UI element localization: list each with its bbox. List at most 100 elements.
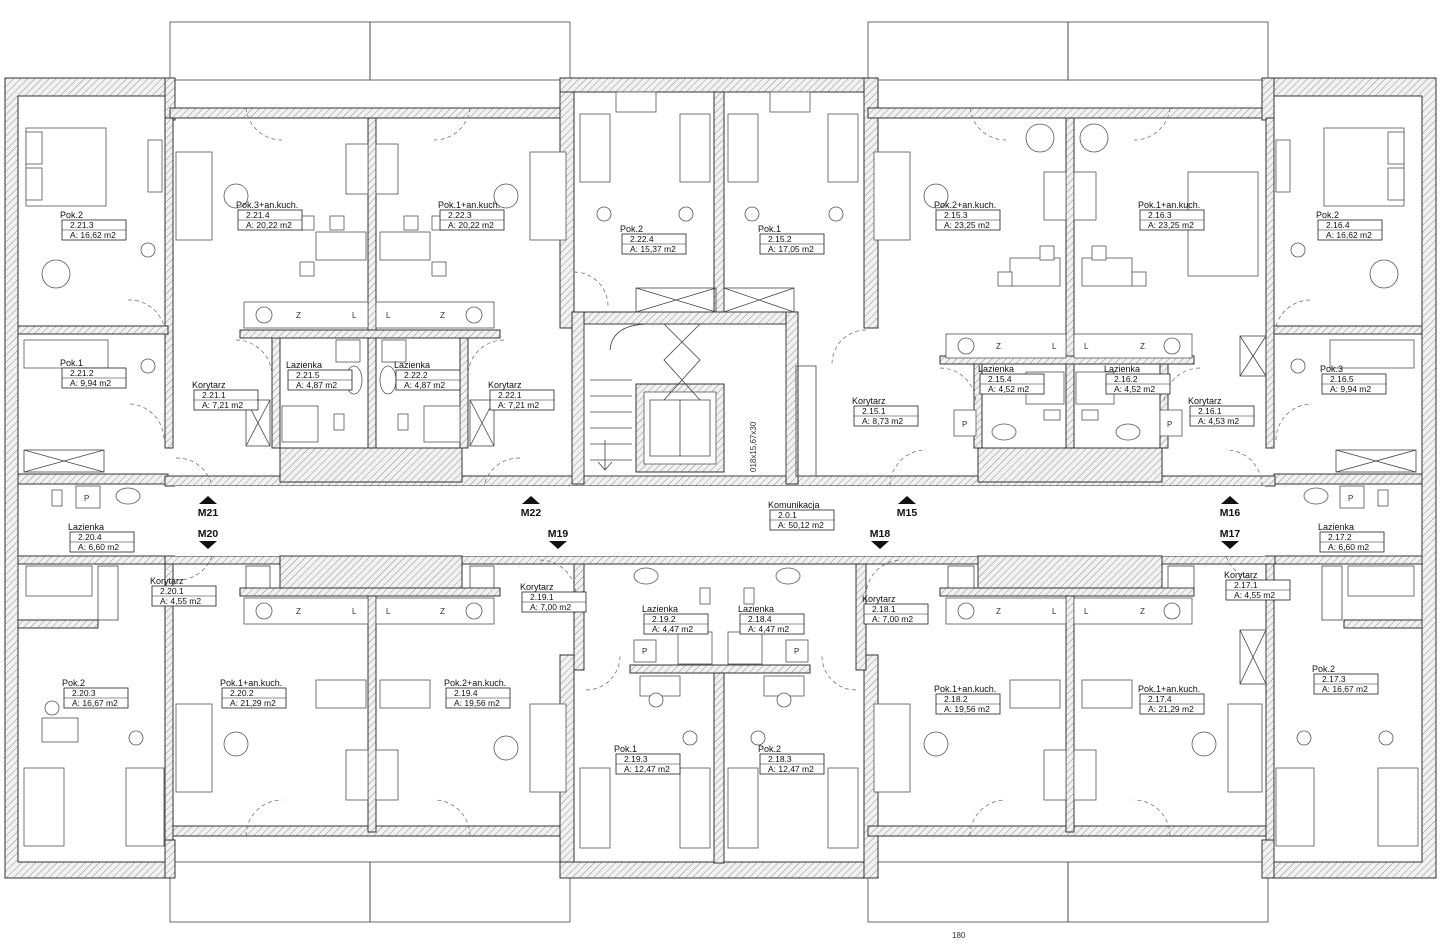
room-number: 2.16.1 (1198, 406, 1222, 416)
room-area: A: 16,62 m2 (70, 230, 116, 240)
fixture-z-label: Z (1140, 607, 1145, 616)
section-marker: M20 (198, 528, 218, 549)
room-number: 2.18.1 (872, 604, 896, 614)
fixture-p-label: P (1348, 494, 1353, 503)
room-label: Pok.22.18.3A: 12,47 m2 (758, 744, 825, 775)
room-number: 2.17.3 (1322, 674, 1346, 684)
room-number: 2.21.4 (246, 210, 270, 220)
room-number: 2.15.4 (988, 374, 1012, 384)
section-marker: M21 (198, 496, 219, 519)
shower-icon (677, 631, 713, 665)
desk-icon (615, 91, 657, 113)
chair-icon (648, 692, 664, 708)
room-label: Pok.3+an.kuch.2.21.4A: 20,22 m2 (236, 200, 303, 231)
sofa-icon (529, 151, 567, 241)
room-number: 2.17.2 (1328, 532, 1352, 542)
room-area: A: 6,60 m2 (78, 542, 119, 552)
room-name: Pok.2+an.kuch. (934, 200, 996, 210)
section-marker-label: M21 (198, 507, 219, 519)
room-number: 2.22.2 (404, 370, 428, 380)
desk-icon (639, 675, 681, 697)
room-number: 2.17.4 (1148, 694, 1172, 704)
sink-icon (1115, 423, 1141, 441)
room-name: Lazienka (1104, 364, 1140, 374)
room-name: Korytarz (852, 396, 886, 406)
section-marker: M15 (897, 496, 918, 519)
fixture-l-label: L (1052, 342, 1057, 351)
room-name: Lazienka (738, 604, 774, 614)
room-number: 2.21.3 (70, 220, 94, 230)
shower-icon (423, 405, 461, 443)
shower-icon (25, 565, 93, 597)
dining-table-icon (315, 231, 367, 261)
room-name: Pok.2 (1312, 664, 1335, 674)
room-number: 2.20.1 (160, 586, 184, 596)
dining-table-icon (1081, 679, 1133, 709)
room-area: A: 4,87 m2 (296, 380, 337, 390)
room-number: 2.15.2 (768, 234, 792, 244)
chair-icon (682, 730, 698, 746)
wardrobe-icon (375, 143, 399, 195)
chair-icon (776, 692, 792, 708)
room-name: Pok.2 (1316, 210, 1339, 220)
room-name: Korytarz (488, 380, 522, 390)
room-name: Pok.2 (62, 678, 85, 688)
room-area: A: 9,94 m2 (70, 378, 111, 388)
toilet-icon (333, 413, 345, 431)
room-name: Lazienka (1318, 522, 1354, 532)
section-marker-label: M18 (870, 528, 891, 540)
section-marker-label: M15 (897, 507, 918, 519)
room-number: 2.21.5 (296, 370, 320, 380)
triangle-up-icon (1221, 496, 1239, 504)
sofa-icon (175, 703, 213, 793)
sink-icon (1303, 487, 1329, 505)
room-number: 2.19.1 (530, 592, 554, 602)
interior-walls (17, 91, 1423, 864)
room-area: A: 7,21 m2 (498, 400, 539, 410)
sofa-icon (873, 703, 911, 793)
room-number: 2.21.1 (202, 390, 226, 400)
room-number: 2.19.3 (624, 754, 648, 764)
fixture-p-label: P (642, 647, 647, 656)
fixture-p-label: P (962, 420, 967, 429)
room-label: Pok.32.16.5A: 9,94 m2 (1320, 364, 1387, 395)
toilet-icon (1377, 489, 1389, 507)
chair-icon (128, 730, 144, 746)
room-area: A: 4,55 m2 (160, 596, 201, 606)
dining-table-icon (1009, 679, 1061, 709)
room-label: Pok.22.22.4A: 15,37 m2 (620, 224, 687, 255)
room-number: 2.16.2 (1114, 374, 1138, 384)
room-area: A: 7,00 m2 (530, 602, 571, 612)
room-area: A: 8,73 m2 (862, 416, 903, 426)
room-area: A: 21,29 m2 (230, 698, 276, 708)
room-area: A: 12,47 m2 (768, 764, 814, 774)
stair-core: 018x15,67x30 (583, 287, 795, 477)
dining-table-icon (379, 679, 431, 709)
wardrobe-icon (1043, 749, 1067, 801)
dimension-label: 180 (952, 931, 966, 940)
room-area: A: 4,52 m2 (1114, 384, 1155, 394)
room-name: Korytarz (520, 582, 554, 592)
room-label: Pok.22.16.4A: 16,62 m2 (1316, 210, 1383, 241)
bed-icon (1275, 767, 1315, 847)
room-label: Pok.12.15.2A: 17,05 m2 (758, 224, 825, 255)
fixture-p-label: P (1167, 420, 1172, 429)
chair-icon (678, 206, 694, 222)
room-number: 2.19.2 (652, 614, 676, 624)
room-number: 2.18.3 (768, 754, 792, 764)
room-name: Pok.1+an.kuch. (1138, 200, 1200, 210)
room-name: Lazienka (642, 604, 678, 614)
wardrobe-icon (1043, 171, 1067, 221)
plant-icon (1079, 123, 1109, 153)
room-label: Pok.1+an.kuch.2.16.3A: 23,25 m2 (1138, 200, 1205, 231)
room-number: 2.19.4 (454, 688, 478, 698)
